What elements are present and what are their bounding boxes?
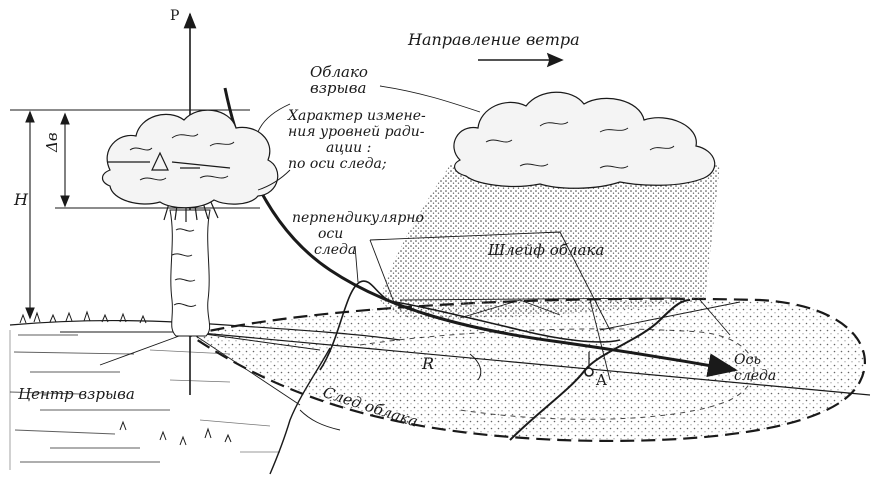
explosion-center-label: Центр взрыва	[18, 386, 135, 402]
perpendicular-line-2: оси	[292, 226, 424, 242]
p-axis-label: P	[170, 8, 179, 24]
point-a-label: A	[596, 372, 607, 388]
radiation-change-line-1: Характер измене-	[288, 108, 426, 124]
perpendicular-line-3: следа	[292, 242, 424, 258]
drifting-cloud	[454, 92, 715, 188]
mushroom-stem	[164, 198, 218, 336]
radiation-change-line-4: по оси следа;	[288, 156, 426, 172]
point-a-marker	[585, 368, 593, 376]
distance-r-label: R	[422, 356, 434, 372]
trace-axis-label: Ось следа	[734, 352, 776, 384]
perpendicular-label: перпендикулярно оси следа	[292, 210, 424, 258]
cloud-of-explosion-line-1: Облако	[310, 64, 368, 80]
wind-direction-label: Направление ветра	[408, 32, 580, 48]
height-h-label: H	[14, 192, 28, 208]
trace-axis-line-1: Ось	[734, 352, 776, 368]
cloud-of-explosion-line-2: взрыва	[310, 80, 368, 96]
radiation-change-line-2: ния уровней ради-	[288, 124, 426, 140]
perpendicular-line-1: перпендикулярно	[292, 210, 424, 226]
explosion-cloud	[103, 110, 278, 208]
radiation-change-line-3: ации :	[288, 140, 426, 156]
cloud-of-explosion-label: Облако взрыва	[310, 64, 368, 96]
trace-axis-line-2: следа	[734, 368, 776, 384]
radiation-change-label: Характер измене- ния уровней ради- ации …	[288, 108, 426, 172]
cloud-plume-label: Шлейф облака	[488, 242, 604, 258]
wind-direction-arrow	[478, 54, 562, 66]
delta-b-label: Δв	[44, 132, 60, 152]
